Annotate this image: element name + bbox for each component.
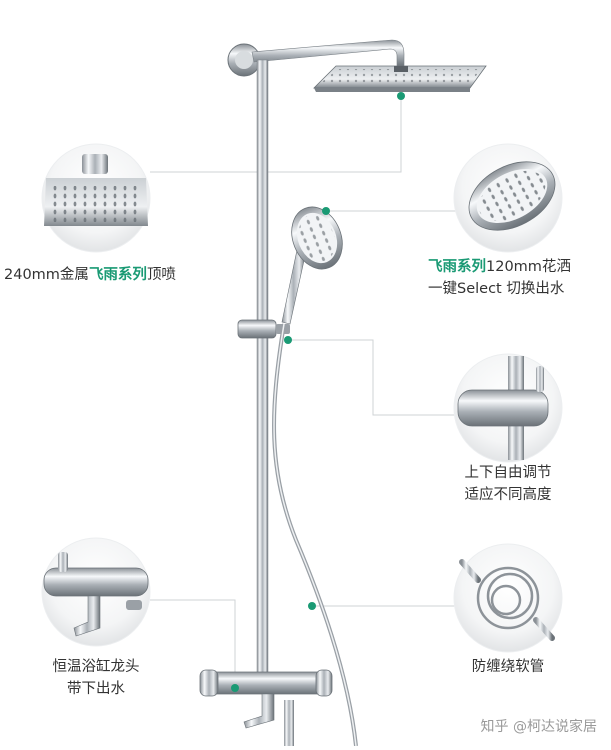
thermostat-caption-line2: 带下出水 (67, 681, 125, 697)
coiled-hose-closeup (453, 543, 563, 653)
slide-bar-caption: 上下自由调节 适应不同高度 (456, 462, 560, 506)
callout-connector-lines (150, 96, 470, 688)
top-shower-caption-tail: 顶喷 (146, 267, 176, 283)
hand-shower-caption: 飞雨系列120mm花洒 一键Select 切换出水 (428, 256, 571, 300)
callout-anchor-dots (231, 92, 405, 692)
hand-shower-caption-accent: 飞雨系列 (428, 259, 486, 275)
thermostatic-tub-faucet-closeup (41, 537, 151, 647)
hand-shower-caption-line1: 飞雨系列120mm花洒 (428, 256, 571, 278)
slide-bar-caption-line2: 适应不同高度 (464, 487, 552, 503)
top-shower-caption-lead: 240mm金属 (4, 267, 89, 283)
height-adjust-slider-closeup (453, 353, 563, 463)
hose-caption-line1: 防缠绕软管 (471, 659, 545, 675)
hand-shower-spray-face-closeup (453, 143, 563, 253)
hand-shower (281, 206, 343, 325)
thermostat-caption: 恒温浴缸龙头 带下出水 (34, 656, 158, 700)
hand-shower-caption-line1-tail: 120mm花洒 (486, 259, 571, 275)
slide-bar-caption-line1: 上下自由调节 (464, 465, 552, 481)
height-slider (237, 319, 290, 339)
hand-shower-caption-line2: 一键Select 切换出水 (428, 281, 565, 297)
top-shower-caption-accent: 飞雨系列 (88, 267, 147, 283)
thermostat-caption-line1: 恒温浴缸龙头 (52, 659, 140, 675)
rain-shower-head (313, 65, 487, 92)
riser-pipe (256, 59, 269, 675)
watermark: 知乎 @柯达说家居 (480, 719, 597, 735)
overhead-shower-arm (227, 39, 405, 77)
thermostatic-mixer (199, 669, 333, 746)
top-shower-caption: 240mm金属飞雨系列顶喷 (4, 264, 176, 286)
rain-shower-head-closeup (41, 143, 151, 253)
hose-caption: 防缠绕软管 (456, 656, 560, 678)
